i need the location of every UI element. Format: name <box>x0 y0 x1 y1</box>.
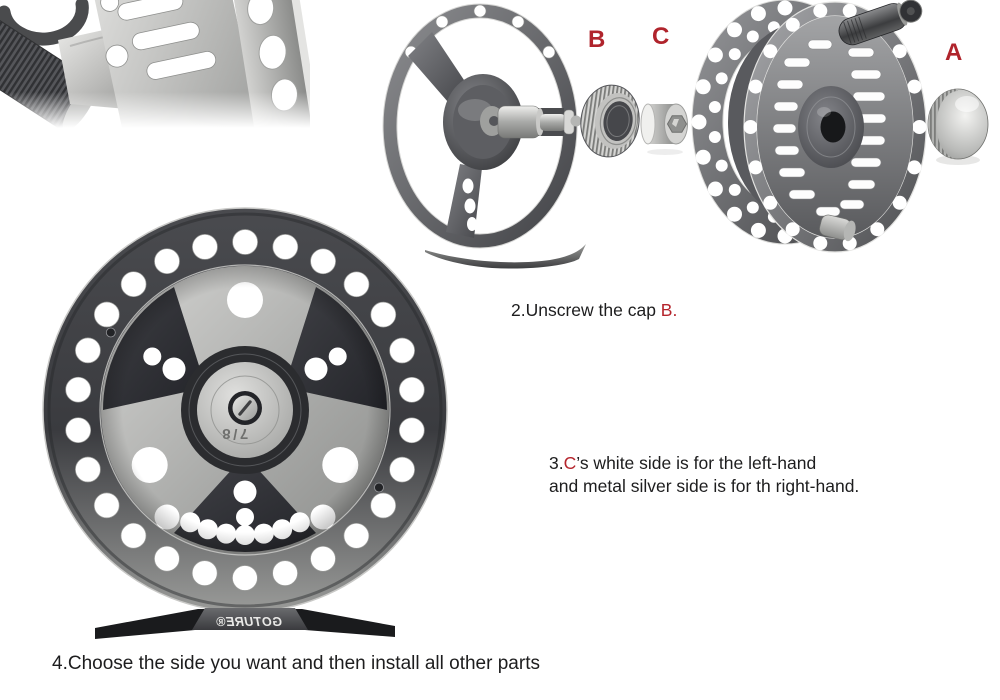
part-label-c: C <box>652 23 670 50</box>
step3-caption: 3.C’s white side is for the left-hand an… <box>549 452 859 497</box>
step2-highlight: B. <box>660 300 678 320</box>
step3-prefix: 3. <box>549 453 564 473</box>
reel-photo: 7/8 GOTURE® <box>42 207 448 639</box>
clutch-c <box>640 103 688 155</box>
step4-caption: 4.Choose the side you want and then inst… <box>52 653 540 674</box>
spool-hub <box>798 86 864 168</box>
spool-handle <box>838 0 923 46</box>
spool-photo <box>691 0 989 253</box>
brand-text: GOTURE® <box>216 615 282 629</box>
reel-hub: 7/8 <box>181 346 309 474</box>
frame-foot <box>425 244 586 269</box>
drag-knob-a <box>927 88 989 165</box>
frame-spoke <box>408 32 468 102</box>
part-label-a: A <box>945 39 963 66</box>
reel-foot: GOTURE® <box>95 608 395 639</box>
step2-text: 2.Unscrew the cap <box>511 300 661 320</box>
plate-screw <box>105 327 116 338</box>
step2-caption: 2.Unscrew the cap B. <box>511 300 677 321</box>
frame-hub <box>443 74 523 170</box>
step3-line2: and metal silver side is for th right-ha… <box>549 475 860 496</box>
step3-highlight: C <box>563 453 577 473</box>
part-label-b: B <box>588 26 606 53</box>
frame-photo <box>382 3 688 269</box>
plate-screw <box>374 482 384 493</box>
rim-holes <box>65 229 425 591</box>
step3-line1: 3.C’s white side is for the left-hand <box>549 452 859 475</box>
ring-edge <box>0 0 89 46</box>
counterweight <box>819 214 856 242</box>
closeup-photo <box>0 0 310 128</box>
cap-b <box>580 84 640 158</box>
frame-spindle <box>497 105 582 139</box>
hub-marking: 7/8 <box>220 425 248 442</box>
step3-line1-rest: ’s white side is for the left-hand <box>576 453 817 473</box>
